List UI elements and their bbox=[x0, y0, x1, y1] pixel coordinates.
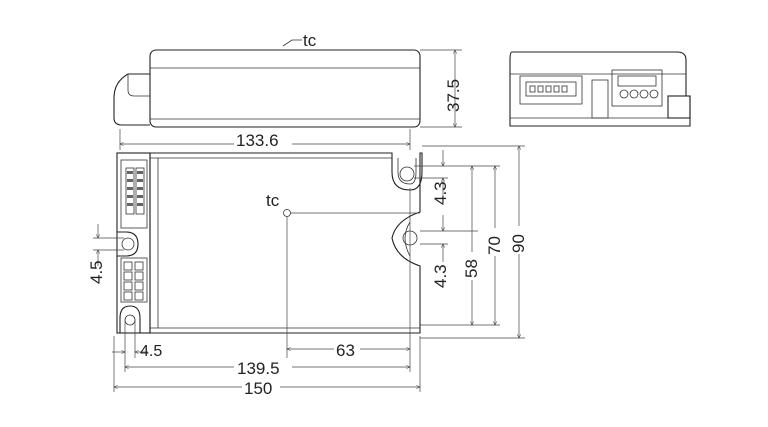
plan-view: tc bbox=[116, 152, 423, 372]
hole-offset-top: 4.3 bbox=[431, 181, 450, 205]
tc-leader-top bbox=[282, 39, 302, 47]
overall-length: 150 bbox=[244, 379, 272, 398]
tc-x-dimension: 63 bbox=[336, 341, 355, 360]
right-dimensions: 4.3 4.3 58 70 90 bbox=[414, 146, 528, 338]
hole-distance-139: 139.5 bbox=[237, 359, 280, 378]
bottom-dimensions: 4.5 63 139.5 150 bbox=[112, 188, 420, 398]
bottom-hole-offset: 4.5 bbox=[140, 343, 162, 360]
bottom-mount-hole bbox=[124, 314, 136, 326]
width-90: 90 bbox=[509, 234, 528, 253]
hole-offset-mid: 4.3 bbox=[431, 264, 450, 288]
side-view: tc 37.5 133.6 bbox=[113, 31, 463, 150]
left-hole-offset: 4.5 bbox=[87, 260, 106, 284]
input-terminal-block bbox=[120, 257, 148, 303]
output-terminal-block bbox=[125, 167, 145, 215]
length-dimension-top: 133.6 bbox=[236, 131, 279, 150]
tc-point bbox=[283, 209, 291, 217]
width-70: 70 bbox=[485, 236, 504, 255]
left-dimensions: 4.5 bbox=[87, 224, 124, 284]
tc-label-plan: tc bbox=[266, 191, 280, 210]
tc-label-top: tc bbox=[303, 31, 317, 50]
height-dimension: 37.5 bbox=[444, 79, 463, 112]
end-view bbox=[509, 51, 691, 127]
hole-spacing-58: 58 bbox=[462, 259, 481, 278]
top-mount-hole bbox=[399, 166, 415, 182]
left-mount-hole bbox=[121, 237, 135, 251]
